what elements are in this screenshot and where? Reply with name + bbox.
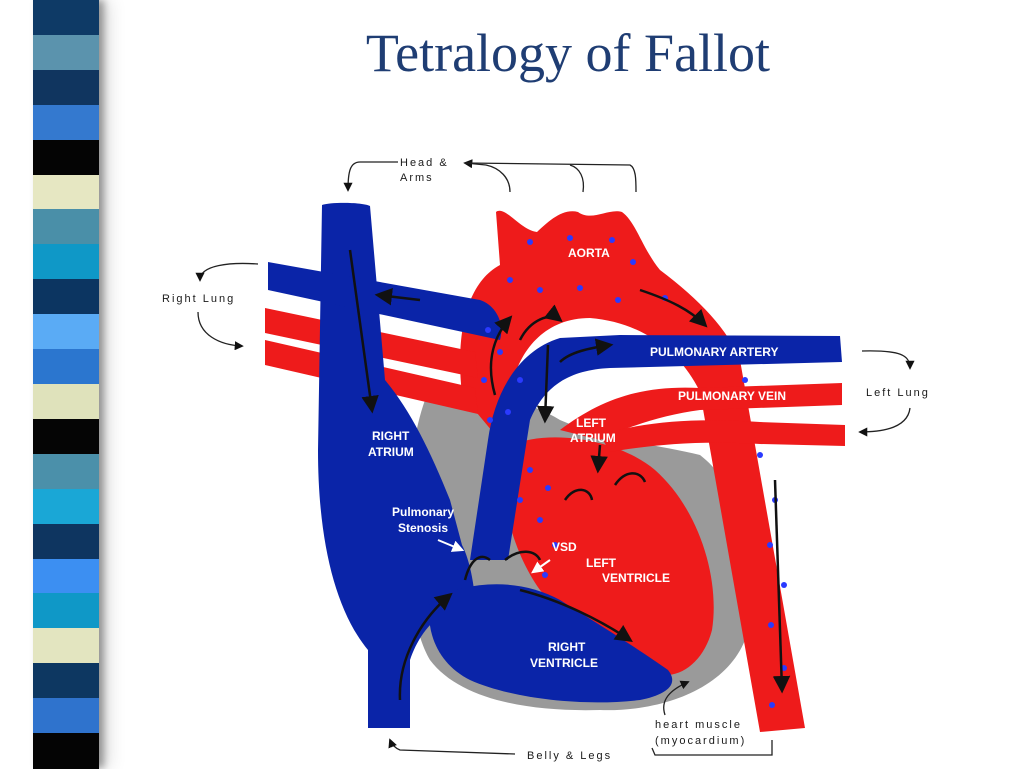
heart-muscle-label-2: (myocardium) xyxy=(655,735,746,747)
left-ventricle-label-2: VENTRICLE xyxy=(602,571,670,585)
heart-muscle-label: heart muscle xyxy=(655,719,742,731)
blood-cell-dots xyxy=(481,235,787,708)
sidebar-stripe xyxy=(33,0,99,36)
right-atrium-label-2: ATRIUM xyxy=(368,445,414,459)
sidebar-stripe xyxy=(33,69,99,106)
pulmonary-stenosis-label-2: Stenosis xyxy=(398,521,448,535)
pulmonary-artery-label: PULMONARY ARTERY xyxy=(650,345,778,359)
sidebar-stripe xyxy=(33,523,99,560)
flow-arrows xyxy=(348,249,791,701)
sidebar-stripe xyxy=(33,279,99,316)
external-arrows xyxy=(195,159,915,756)
sidebar-stripe xyxy=(33,34,99,71)
sidebar-stripe xyxy=(33,593,99,630)
right-ventricle xyxy=(429,584,673,703)
sidebar-stripe xyxy=(33,314,99,351)
belly-legs-label: Belly & Legs xyxy=(527,750,612,762)
sidebar-stripe xyxy=(33,209,99,246)
sidebar-stripe xyxy=(33,174,99,211)
sidebar-stripe xyxy=(33,418,99,455)
pulmonary-trunk xyxy=(470,335,842,560)
sidebar-stripe xyxy=(33,488,99,525)
slide-title: Tetralogy of Fallot xyxy=(365,23,771,83)
left-ventricle-label: LEFT xyxy=(586,556,617,570)
vsd-label: VSD xyxy=(552,540,577,554)
sidebar-stripe xyxy=(33,349,99,385)
sidebar-stripe xyxy=(33,663,99,700)
pulmonary-vein-label: PULMONARY VEIN xyxy=(678,389,786,403)
left-ventricle xyxy=(500,437,714,676)
sidebar-stripe xyxy=(33,244,99,281)
pointer-arrows xyxy=(437,539,551,574)
sidebar-stripe xyxy=(33,698,99,735)
sidebar-stripe-bar xyxy=(33,0,99,769)
left-atrium-label: LEFT xyxy=(576,416,607,430)
pulmonary-stenosis-label: Pulmonary xyxy=(392,505,454,519)
right-ventricle-label-2: VENTRICLE xyxy=(530,656,598,670)
sidebar-stripe xyxy=(33,139,99,176)
left-lung-label: Left Lung xyxy=(866,387,930,399)
sidebar-stripe xyxy=(33,733,99,769)
left-atrium-label-2: ATRIUM xyxy=(570,431,616,445)
left-pulmonary-vein-lower xyxy=(600,420,845,452)
right-atrium-label: RIGHT xyxy=(372,429,410,443)
sidebar-stripe xyxy=(33,558,99,595)
head-arms-label-2: Arms xyxy=(400,172,434,184)
right-lung-label: Right Lung xyxy=(162,293,235,305)
sidebar-stripe xyxy=(33,384,99,420)
head-arms-label: Head & xyxy=(400,157,449,169)
right-ventricle-label: RIGHT xyxy=(548,640,586,654)
left-pulmonary-vein xyxy=(560,383,842,440)
sidebar-stripe xyxy=(33,453,99,490)
aorta-label: AORTA xyxy=(568,246,610,260)
sidebar-stripe xyxy=(33,628,99,665)
sidebar-stripe xyxy=(33,104,99,141)
